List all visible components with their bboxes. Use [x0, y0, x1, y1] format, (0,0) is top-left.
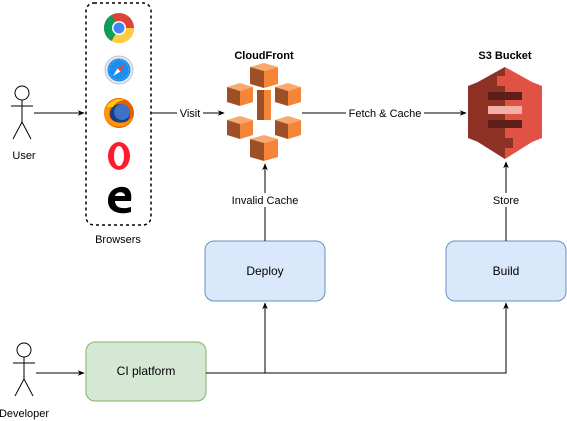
store-label: Store	[493, 195, 519, 207]
browsers-label: Browsers	[95, 234, 141, 246]
s3-bucket-label: S3 Bucket	[478, 50, 532, 62]
ci-to-build-connector	[206, 302, 509, 374]
opera-icon	[108, 142, 130, 170]
deploy-label: Deploy	[246, 264, 283, 278]
developer-actor: Developer	[0, 342, 49, 420]
s3-bucket-node: S3 Bucket	[468, 50, 542, 159]
invalid-cache-label: Invalid Cache	[232, 195, 299, 207]
ci-platform-label: CI platform	[117, 364, 176, 378]
cloudfront-node: CloudFront	[227, 50, 301, 161]
build-label: Build	[493, 264, 520, 278]
visit-label: Visit	[180, 108, 201, 120]
edge-labels: Visit Fetch & Cache Invalid Cache Store	[177, 106, 522, 207]
firefox-icon	[104, 98, 134, 128]
cloudfront-label: CloudFront	[234, 50, 294, 62]
user-label: User	[12, 150, 36, 162]
deploy-box: Deploy	[204, 240, 326, 302]
browsers-group: Browsers	[85, 2, 152, 246]
developer-label: Developer	[0, 408, 49, 420]
safari-icon	[104, 55, 134, 85]
ci-platform-box: CI platform	[85, 341, 207, 402]
browsers-dashed-border	[85, 2, 152, 226]
fetch-cache-label: Fetch & Cache	[349, 108, 422, 120]
developer-stick-figure-icon	[13, 342, 35, 397]
s3-bucket-icon	[468, 67, 542, 159]
user-actor: User	[11, 85, 36, 162]
build-box: Build	[445, 240, 567, 302]
user-stick-figure-icon	[11, 85, 33, 140]
cloudfront-icon	[227, 63, 301, 161]
edge-icon	[108, 186, 132, 214]
chrome-icon	[103, 13, 134, 44]
